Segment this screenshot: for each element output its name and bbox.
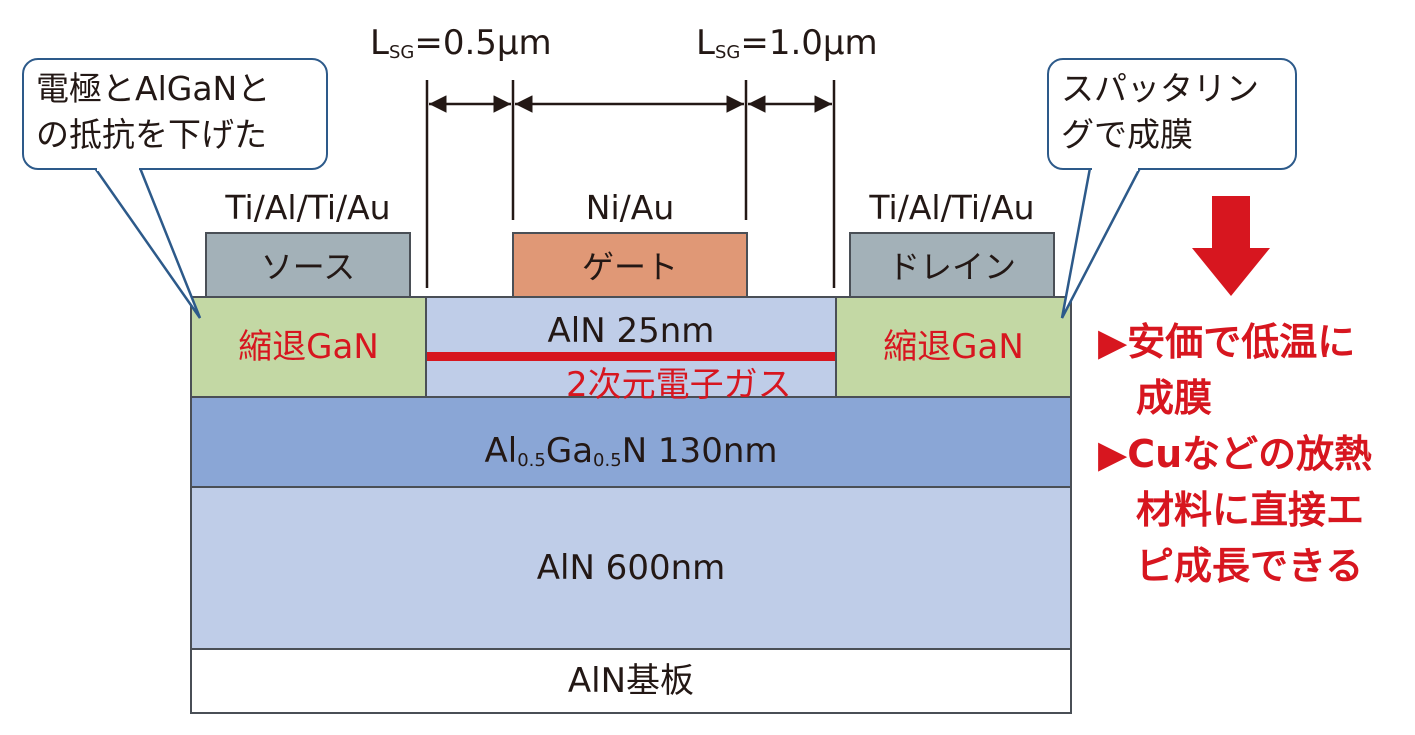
buffer-label: AlN 600nm (536, 548, 726, 588)
source-label: ソース (260, 248, 356, 286)
right-callout-tail (1060, 167, 1142, 319)
source-metal-label: Ti/Al/Ti/Au (225, 188, 391, 227)
substrate-label: AlN基板 (567, 661, 695, 701)
lsg-right-l: L (696, 23, 715, 63)
lsg-left-label: LSG=0.5µm (370, 26, 552, 62)
gate-metal-label: Ni/Au (585, 188, 675, 227)
channel-sub-2: 0.5 (593, 450, 622, 471)
channel-sub-1: 0.5 (517, 450, 546, 471)
left-callout-line2: の抵抗を下げた (36, 115, 267, 154)
barrier-layer: AlN 25nm (425, 296, 837, 398)
right-callout: スパッタリン グで成膜 (1047, 58, 1297, 170)
barrier-label: AlN 25nm (547, 311, 715, 351)
channel-layer: Al0.5Ga0.5N 130nm (190, 396, 1072, 488)
gate-label: ゲート (581, 248, 678, 286)
drain-label: ドレイン (887, 248, 1016, 286)
lsg-right-value: =1.0µm (740, 23, 878, 63)
drain-metal-label: Ti/Al/Ti/Au (869, 188, 1035, 227)
left-callout-tail (93, 167, 202, 319)
note-line2: 成膜 (1136, 376, 1213, 420)
channel-al: Al (484, 431, 518, 471)
drain-electrode: ドレイン (849, 232, 1055, 298)
left-callout: 電極とAlGaNと の抵抗を下げた (22, 58, 328, 170)
benefit-notes: ▶安価で低温に 成膜 ▶Cuなどの放熱 材料に直接エ ピ成長できる (1098, 314, 1372, 594)
right-callout-joint (1092, 165, 1138, 171)
lsg-right-label: LSG=1.0µm (696, 26, 878, 62)
left-callout-line1: 電極とAlGaNと (36, 69, 271, 108)
lsg-right-sub: SG (714, 42, 741, 63)
regrown-gan-left-label: 縮退GaN (238, 327, 379, 367)
left-callout-joint (97, 165, 139, 171)
lsg-left-sub: SG (388, 42, 415, 63)
note-line5: ピ成長できる (1136, 544, 1364, 588)
right-callout-line2: グで成膜 (1061, 115, 1193, 154)
two-deg-label: 2次元電子ガス (566, 365, 792, 405)
source-electrode: ソース (205, 232, 411, 298)
regrown-gan-right-label: 縮退GaN (883, 327, 1024, 367)
right-callout-line1: スパッタリン (1061, 69, 1259, 108)
lsg-left-l: L (370, 23, 389, 63)
channel-suffix: N 130nm (621, 431, 778, 471)
regrown-gan-right: 縮退GaN (835, 296, 1072, 398)
note-line3: ▶Cuなどの放熱 (1098, 432, 1373, 476)
channel-ga: Ga (545, 431, 594, 471)
note-line4: 材料に直接エ (1136, 488, 1365, 532)
gate-electrode: ゲート (512, 232, 748, 298)
regrown-gan-left: 縮退GaN (190, 296, 427, 398)
two-deg-line (426, 352, 836, 361)
channel-label: Al0.5Ga0.5N 130nm (485, 414, 778, 470)
lsg-left-value: =0.5µm (414, 23, 552, 63)
note-line1: ▶安価で低温に (1098, 320, 1356, 364)
buffer-layer: AlN 600nm (190, 486, 1072, 650)
red-down-arrow (1192, 196, 1270, 296)
